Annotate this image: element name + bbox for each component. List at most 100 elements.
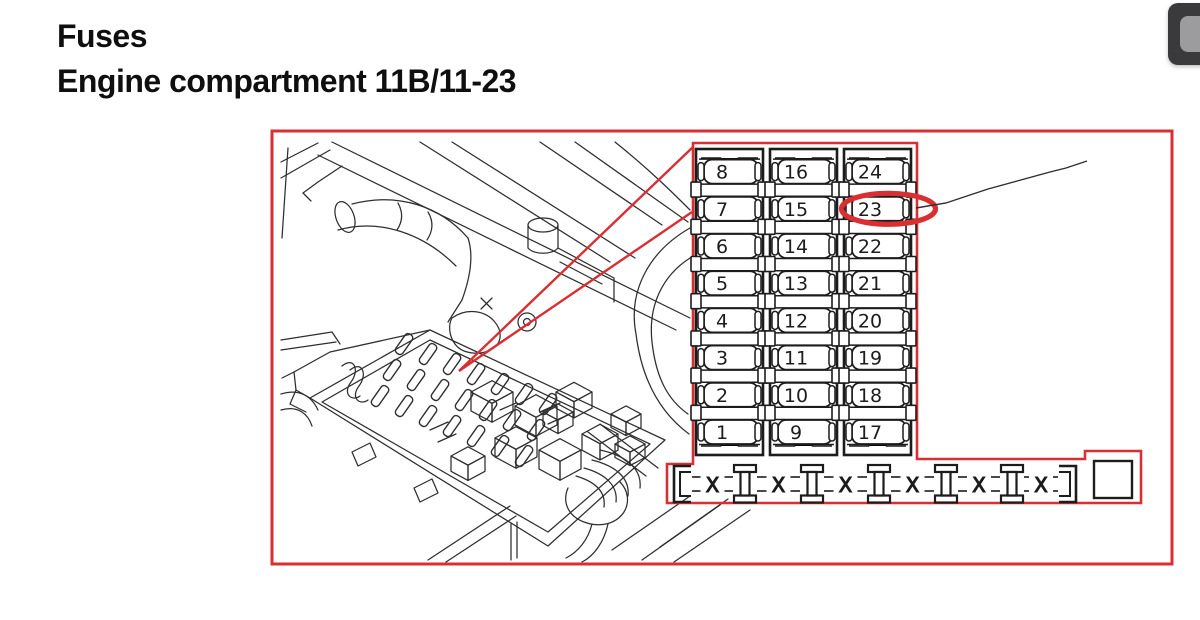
bracket-right-inner [1059,471,1071,497]
fuse-14: 14 [771,232,836,260]
fuse-15-number: 15 [784,199,808,221]
edge-notch [690,404,702,422]
fuse-terminal-right [754,422,762,442]
fuse-11-number: 11 [784,348,808,370]
fuse-13-number: 13 [784,273,808,295]
relay-cubes [450,380,646,482]
connector-spool [933,463,959,504]
fuse-terminal-left [771,199,779,219]
page-title-line1: Fuses [57,18,147,54]
fuse-capsule [703,419,759,445]
connector-x-label: X [906,473,920,497]
fuse-16-number: 16 [784,162,808,184]
end-square [1092,459,1134,500]
fuse-terminal-left [845,161,853,182]
edge-notch [905,367,917,384]
fuse-20: 20 [845,307,910,334]
edge-notch [764,330,776,347]
fuse-terminal-right [828,347,836,368]
fuse-terminal-right [754,310,762,331]
fuse-7: 7 [697,195,762,223]
edge-notch [764,292,776,310]
fuse-terminal-right [902,199,910,219]
fuse-terminal-left [771,310,779,331]
connector-spool [999,463,1025,504]
bracket-left-inner [679,471,691,497]
fuse-20-number: 20 [858,310,882,332]
fuse-7-number: 7 [716,199,728,221]
fuse-4: 4 [697,307,762,334]
fuse-24-number: 24 [858,162,882,184]
fuse-terminal-right [754,161,762,182]
edge-notch [690,330,702,347]
edge-notch [905,255,917,273]
connector-x-label: X [772,473,786,497]
fuse-terminal-right [828,236,836,256]
fuse-terminal-left [845,422,853,442]
connector-x-label: X [839,473,853,497]
fuse-1: 1 [697,418,762,446]
fuse-12-number: 12 [784,310,808,332]
fuse-4-number: 4 [716,310,728,332]
fuse-9: 9 [771,418,836,446]
edge-notch [764,181,776,198]
edge-notch [838,330,850,347]
edge-notch [905,292,917,310]
fuse-capsule [777,419,833,445]
fuse-terminal-right [754,236,762,256]
fuse-6-number: 6 [716,236,728,258]
edge-notch [838,181,850,198]
fuse-9-number: 9 [790,422,802,444]
edge-notch [838,367,850,384]
fuse-1-number: 1 [716,422,728,444]
zoom-line-bottom [458,211,693,372]
edge-notch [838,218,850,236]
fuse-terminal-right [828,161,836,182]
edge-notch [690,367,702,384]
bracket-left [672,464,691,504]
fuse-terminal-left [771,347,779,368]
fuse-capsule [703,344,759,371]
fuse-15: 15 [771,195,836,223]
fuse-terminal-left [697,273,705,293]
fuse-column-outline [768,147,839,457]
fuse-terminal-right [902,385,910,405]
fuse-terminal-left [697,385,705,405]
fuse-3: 3 [697,344,762,371]
connector-x-label: X [706,473,720,497]
edge-notch [905,404,917,422]
fuse-capsule [703,158,759,185]
fuse-terminal-right [754,273,762,293]
fuse-capsule [703,307,759,334]
fuse-terminal-right [902,161,910,182]
fuse-19-number: 19 [858,348,882,370]
edge-notch [838,292,850,310]
fuse-2-number: 2 [716,385,728,407]
page-title-line2: Engine compartment 11B/11-23 [57,63,517,99]
fuse-terminal-right [902,422,910,442]
fuse-terminal-right [902,347,910,368]
fuse-terminal-left [771,273,779,293]
fuse-terminal-right [902,273,910,293]
fuse-terminal-right [754,385,762,405]
fuse-terminal-right [902,236,910,256]
fuse-terminal-left [845,273,853,293]
fuse-terminal-right [754,347,762,368]
edge-notch [690,292,702,310]
fuse-terminal-right [828,310,836,331]
fuse-terminal-right [902,310,910,331]
edge-notch [690,218,702,236]
connector-x-label: X [972,473,986,497]
fuse-terminal-left [771,236,779,256]
page-title: Fuses Engine compartment 11B/11-23 [57,14,517,104]
fuse-21-number: 21 [858,273,882,295]
fuse-13: 13 [771,269,836,297]
edge-notch [838,404,850,422]
fuse-terminal-left [697,422,705,442]
edge-notch [838,255,850,273]
callout-outline [665,141,1143,505]
screen-capture-icon[interactable] [1168,3,1200,65]
fuse-box-grille [370,332,558,468]
